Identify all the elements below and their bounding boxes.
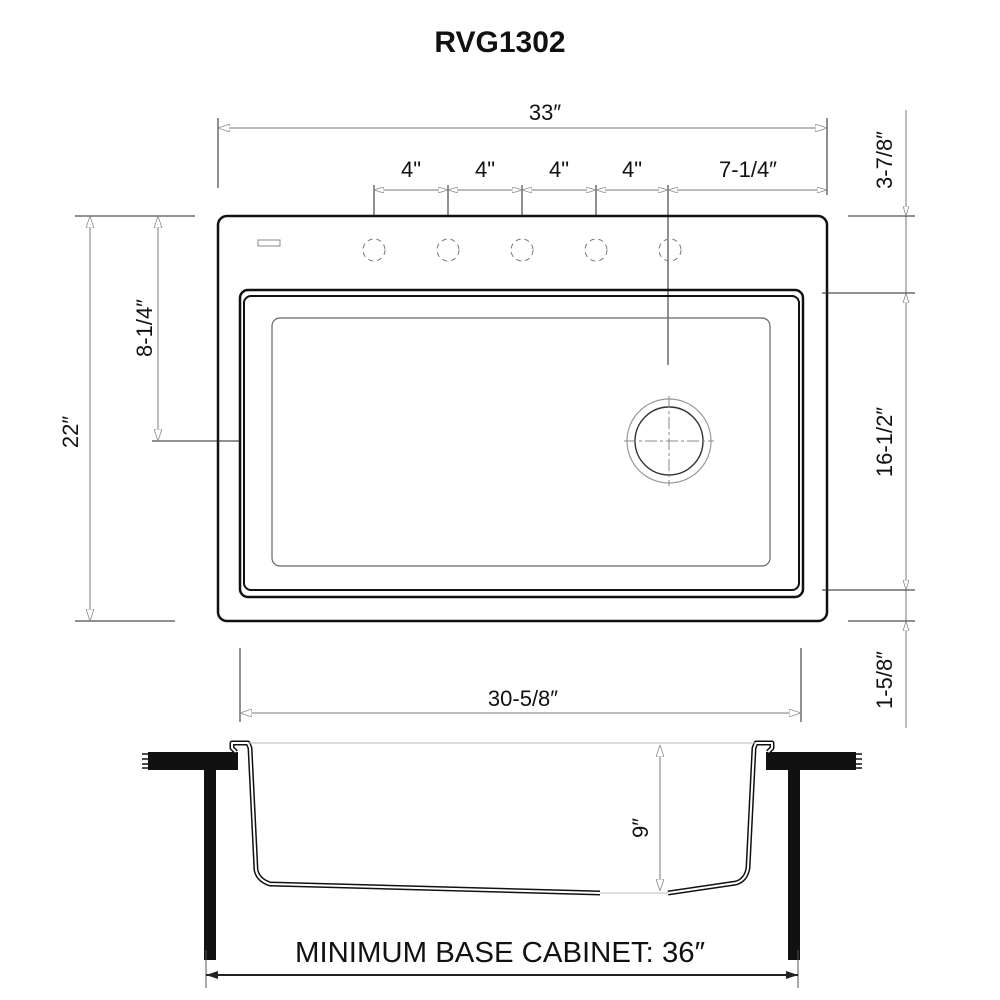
back-margin-label: 3-7/8″ bbox=[872, 131, 897, 189]
faucet-spacing-label: 4" bbox=[549, 157, 569, 182]
faucet-spacing-label: 4" bbox=[475, 157, 495, 182]
sink-section-profile bbox=[229, 740, 775, 896]
bowl-depth-label: 16-1/2″ bbox=[872, 407, 897, 477]
faucet-hole-icon bbox=[658, 238, 682, 262]
front-margin-label: 1-5/8″ bbox=[872, 651, 897, 709]
faucet-hole-icon bbox=[584, 238, 608, 262]
countertop-right bbox=[766, 752, 862, 770]
drain-icon bbox=[624, 396, 714, 486]
countertop-left bbox=[142, 752, 238, 770]
top-view: 33″ 4" 4" 4" 4" 7-1/4″ bbox=[58, 100, 915, 728]
right-offset-label: 7-1/4″ bbox=[719, 157, 777, 182]
faucet-hole-icon bbox=[436, 238, 460, 262]
bowl-width-label: 30-5/8″ bbox=[488, 686, 558, 711]
bowl-height-label: 9″ bbox=[628, 818, 653, 838]
min-cabinet-label: MINIMUM BASE CABINET: 36″ bbox=[295, 937, 705, 969]
section-view: 9″ MINIMUM BASE CABINET: 36″ bbox=[142, 740, 862, 988]
overall-depth-label: 22″ bbox=[58, 416, 83, 448]
sink-rim-outline bbox=[216, 214, 829, 623]
cabinet-wall-right bbox=[788, 770, 800, 960]
diagram-title: RVG1302 bbox=[434, 26, 565, 59]
bowl-outline bbox=[238, 288, 805, 599]
overall-width-label: 33″ bbox=[529, 100, 561, 125]
cabinet-wall-left bbox=[204, 770, 216, 960]
bowl-floor-outline bbox=[271, 317, 771, 567]
faucet-hole-icon bbox=[362, 238, 386, 262]
drain-offset-label: 8-1/4″ bbox=[132, 299, 157, 357]
faucet-hole-icon bbox=[510, 238, 534, 262]
faucet-spacing-label: 4" bbox=[622, 157, 642, 182]
label-slot bbox=[257, 239, 281, 247]
faucet-spacing-label: 4" bbox=[401, 157, 421, 182]
